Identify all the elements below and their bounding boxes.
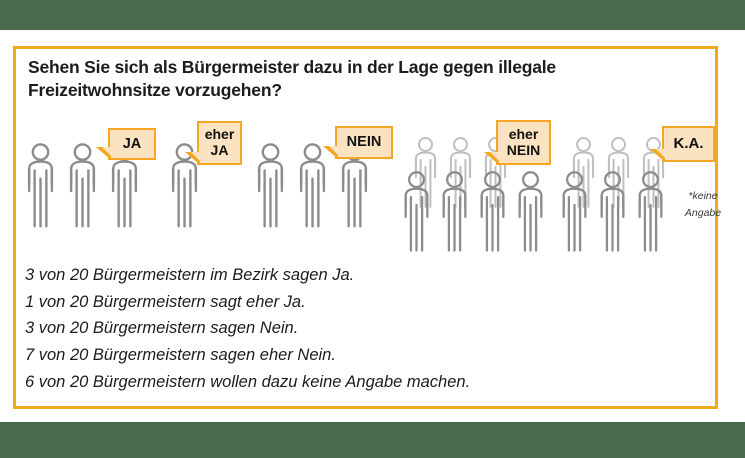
person-icon — [638, 171, 663, 252]
person-icon — [299, 143, 326, 228]
speech-bubble-label: eher — [508, 125, 539, 142]
caption-line: 3 von 20 Bürgermeistern im Bezirk sagen … — [25, 266, 355, 284]
caption-line: 3 von 20 Bürgermeistern sagen Nein. — [25, 319, 299, 338]
caption-line: 6 von 20 Bürgermeistern wollen dazu kein… — [25, 372, 471, 391]
pictogram-row-front — [399, 170, 548, 254]
footnote-line-1: *keine — [688, 190, 718, 202]
footnote-keine-angabe: *keine Angabe — [672, 188, 734, 223]
person-icon — [572, 137, 595, 208]
speech-bubble-tail-inner-eher-nein — [490, 152, 499, 161]
pictogram-row-front — [166, 142, 203, 230]
bottom-green-band — [0, 422, 745, 458]
speech-bubble-label: NEIN — [346, 134, 382, 151]
person-icon — [69, 143, 96, 228]
person-icon — [171, 143, 198, 228]
speech-bubble-tail-inner-ka — [656, 149, 665, 158]
person-figure — [633, 170, 668, 254]
speech-bubble-tail-inner-ja — [102, 147, 111, 156]
person-icon — [27, 143, 54, 228]
person-figure — [437, 170, 472, 254]
pictogram-row-front — [557, 170, 668, 254]
person-figure — [568, 136, 599, 210]
speech-bubble-tail-inner-eher-ja — [191, 152, 200, 161]
pictogram-row-back — [410, 136, 511, 210]
speech-bubble-label: eher — [204, 126, 235, 143]
person-icon — [562, 171, 587, 252]
person-icon — [257, 143, 284, 228]
person-figure — [595, 170, 630, 254]
speech-bubble-label: K.A. — [673, 134, 704, 152]
person-figure — [22, 142, 59, 230]
person-figure — [166, 142, 203, 230]
person-icon — [414, 137, 437, 208]
person-figure — [475, 170, 510, 254]
person-icon — [442, 171, 467, 252]
speech-bubble-label: JA — [122, 135, 142, 152]
footnote-line-2: Angabe — [684, 207, 722, 220]
person-figure — [603, 136, 634, 210]
person-icon — [600, 171, 625, 252]
person-figure — [399, 170, 434, 254]
person-figure — [513, 170, 548, 254]
speech-bubble-label: JA — [210, 142, 229, 158]
speech-bubble-ka: K.A. — [662, 126, 715, 162]
person-figure — [64, 142, 101, 230]
person-figure — [336, 142, 373, 230]
top-green-band — [0, 0, 745, 30]
caption-line: 1 von 20 Bürgermeistern sagt eher Ja. — [25, 292, 306, 311]
person-icon — [518, 171, 543, 252]
infographic-card — [0, 30, 745, 422]
pictogram-row-front — [252, 142, 373, 230]
person-icon — [480, 171, 505, 252]
speech-bubble-tail-inner-nein — [329, 146, 338, 155]
speech-bubble-label: NEIN — [506, 141, 541, 158]
person-figure — [557, 170, 592, 254]
speech-bubble-ja: JA — [108, 128, 156, 160]
person-figure — [252, 142, 289, 230]
caption-list: 3 von 20 Bürgermeistern im Bezirk sagen … — [25, 262, 585, 396]
page-title: Sehen Sie sich als Bürgermeister dazu in… — [28, 57, 556, 101]
person-icon — [341, 143, 368, 228]
person-icon — [607, 137, 630, 208]
person-figure — [294, 142, 331, 230]
person-icon — [404, 171, 429, 252]
speech-bubble-nein: NEIN — [335, 126, 393, 159]
person-figure — [410, 136, 441, 210]
caption-line: 7 von 20 Bürgermeistern sagen eher Nein. — [25, 346, 336, 365]
